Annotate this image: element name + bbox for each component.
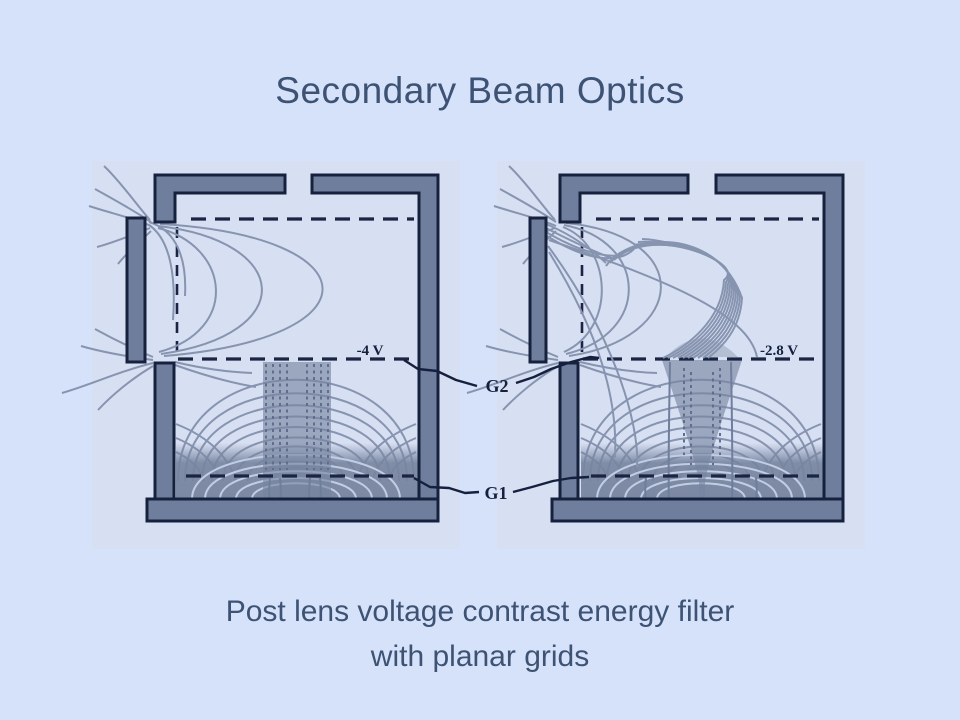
g1-right-pointer-line (512, 475, 590, 494)
right-entrance-electrode (528, 216, 548, 364)
left-entrance-electrode (125, 216, 147, 364)
left-beam-column (263, 362, 331, 502)
left-voltage-label: -4 V (357, 343, 384, 359)
left-lower-wall (153, 361, 176, 505)
left-electrodes (125, 173, 440, 523)
right-electrodes (528, 173, 845, 523)
g2-right-pointer-line (515, 355, 600, 385)
right-top-left-electrode (558, 173, 690, 224)
caption-line-2: with planar grids (370, 640, 590, 673)
left-diagram: -4 V (61, 161, 460, 549)
right-voltage-label: -2.8 V (760, 343, 798, 359)
g1-left-pointer-line (413, 476, 480, 495)
g2-label: G2 (485, 376, 508, 396)
right-bottom-electrode (550, 497, 845, 523)
g1-label: G1 (484, 483, 507, 503)
right-lower-wall (558, 361, 580, 505)
left-bottom-electrode (145, 497, 440, 523)
caption-line-1: Post lens voltage contrast energy filter (225, 595, 735, 628)
left-top-left-electrode (153, 173, 287, 224)
slide-title: Secondary Beam Optics (275, 70, 685, 111)
g2-left-pointer-line (403, 358, 478, 388)
right-diagram: -2.8 V (466, 161, 865, 549)
grid-annotations: G2 G1 (403, 355, 600, 503)
left-upper-equipotentials (148, 221, 324, 357)
caption: Post lens voltage contrast energy filter… (0, 589, 960, 679)
